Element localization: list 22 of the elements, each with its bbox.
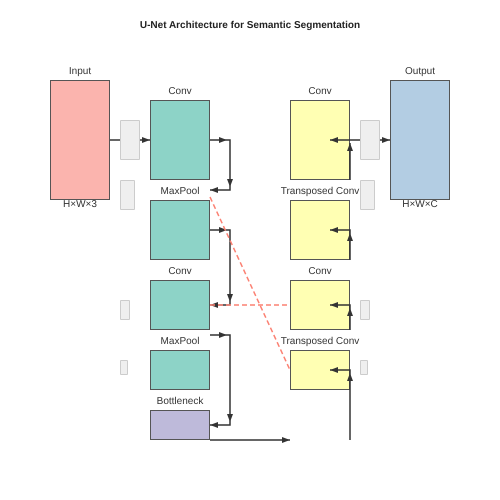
block-label: Transposed Conv bbox=[280, 186, 360, 198]
tensor-shape-label: H×W×3 bbox=[63, 199, 97, 211]
block-label: Conv bbox=[168, 266, 192, 278]
block-label: Conv bbox=[308, 266, 332, 278]
block-label: MaxPool bbox=[160, 186, 200, 198]
block-label: Output bbox=[404, 66, 436, 78]
feature-map-block bbox=[120, 180, 135, 210]
tensor-shape-label: H×W×C bbox=[402, 199, 438, 211]
block-label: Bottleneck bbox=[156, 396, 204, 408]
feature-map-block bbox=[360, 120, 380, 160]
feature-map-block bbox=[360, 300, 370, 320]
feature-map-block bbox=[360, 180, 375, 210]
feature-map-block bbox=[120, 360, 128, 375]
block-label: Input bbox=[68, 66, 92, 78]
block-label: MaxPool bbox=[160, 336, 200, 348]
feature-map-block bbox=[120, 300, 130, 320]
block-label: Conv bbox=[308, 86, 332, 98]
block-label: Transposed Conv bbox=[280, 336, 360, 348]
feature-map-block bbox=[120, 120, 140, 160]
feature-map-block bbox=[360, 360, 368, 375]
block-label: Conv bbox=[168, 86, 192, 98]
diagram-title: U-Net Architecture for Semantic Segmentation bbox=[140, 19, 360, 33]
